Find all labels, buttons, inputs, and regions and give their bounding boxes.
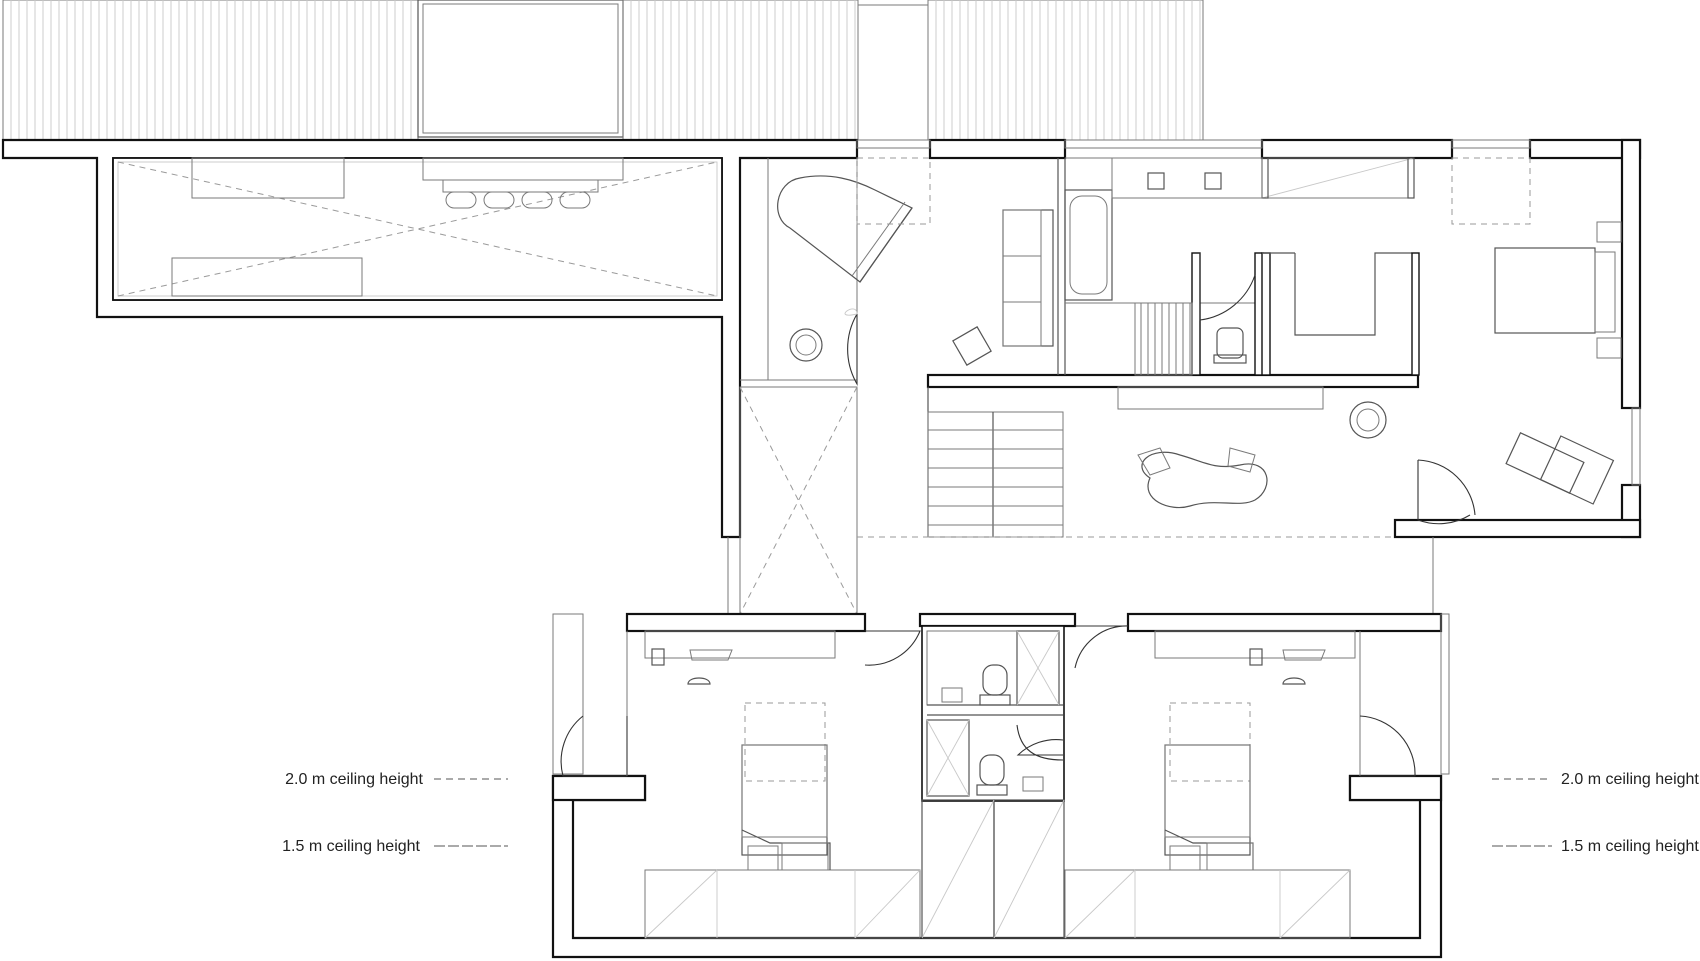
left-bedroom (560, 630, 836, 871)
bathtub (1064, 189, 1113, 301)
legend-right: 2.0 m ceiling height 1.5 m ceiling heigh… (1492, 771, 1699, 855)
legend-label: 2.0 m ceiling height (285, 771, 423, 788)
core-shower-top (1016, 630, 1060, 706)
legend-label: 1.5 m ceiling height (1561, 838, 1699, 855)
legend-label: 1.5 m ceiling height (282, 838, 420, 855)
main-upper-block (727, 138, 1642, 615)
lounge-chairs (1349, 401, 1615, 505)
legend-item-left-1.5m: 1.5 m ceiling height (282, 838, 508, 855)
roof-cladding (2, 0, 1204, 141)
legend-item-right-1.5m: 1.5 m ceiling height (1492, 838, 1699, 855)
vanity (1111, 157, 1263, 199)
kidney-table (1137, 447, 1268, 509)
legend-label: 2.0 m ceiling height (1561, 771, 1699, 788)
sofa (1002, 209, 1054, 347)
staircase (927, 411, 1064, 538)
right-bedroom (1154, 630, 1416, 871)
grand-piano (777, 175, 913, 283)
core-toilets (976, 664, 1011, 796)
core-shower-bottom (926, 719, 970, 797)
dining-chairs (442, 179, 599, 209)
legend-left: 2.0 m ceiling height 1.5 m ceiling heigh… (282, 771, 508, 855)
lower-block (551, 612, 1450, 959)
wc-toilet (1213, 327, 1247, 364)
armchair-left (789, 328, 823, 362)
legend-item-right-2m: 2.0 m ceiling height (1492, 771, 1699, 788)
bed-master (1494, 221, 1622, 359)
legend-item-left-2m: 2.0 m ceiling height (285, 771, 508, 788)
bath-slats (1140, 303, 1191, 375)
cladding-lines (10, 0, 1201, 140)
left-wing (1, 138, 859, 539)
